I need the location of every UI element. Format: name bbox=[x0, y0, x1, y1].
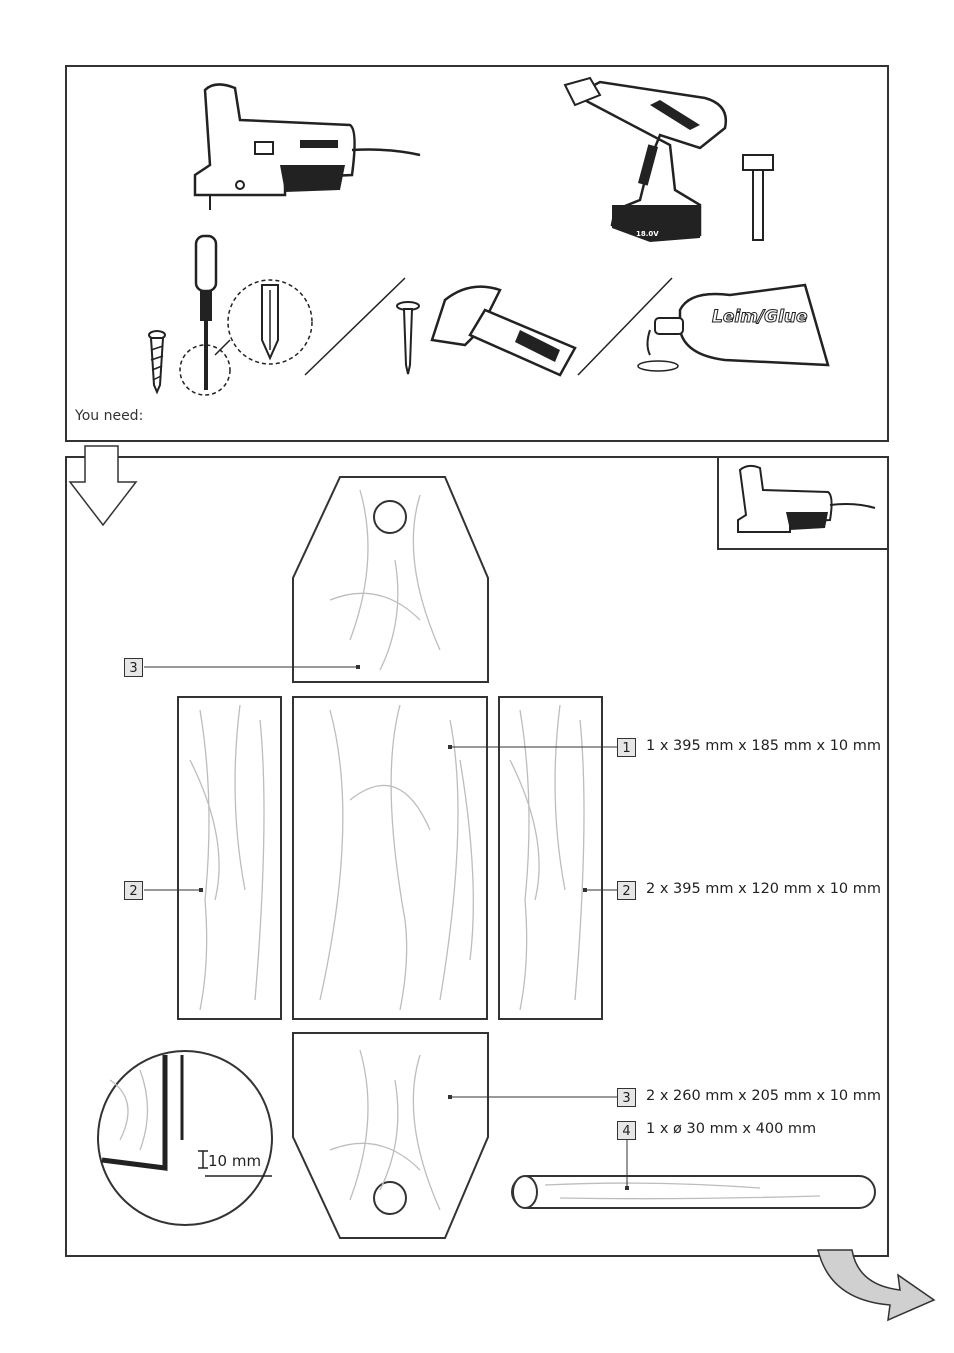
tag-part-4: 4 bbox=[617, 1121, 636, 1140]
dimension-part-4: 1 x ø 30 mm x 400 mm bbox=[646, 1121, 817, 1137]
tag-part-3-left: 3 bbox=[124, 658, 143, 677]
svg-text:18.0V: 18.0V bbox=[636, 230, 659, 238]
jigsaw-icon bbox=[193, 83, 421, 210]
hammer-icon bbox=[430, 285, 577, 377]
tag-part-3: 3 bbox=[617, 1088, 636, 1107]
glue-bottle-icon: Leim/Glue bbox=[637, 283, 830, 372]
you-need-label: You need: bbox=[75, 408, 144, 424]
main-piece-center bbox=[292, 696, 488, 1020]
leader-lines bbox=[144, 665, 629, 1190]
tag-part-2: 2 bbox=[617, 881, 636, 900]
gable-piece-top bbox=[292, 476, 489, 683]
drill-bit-icon bbox=[742, 154, 774, 241]
arrow-down-icon bbox=[68, 445, 138, 527]
side-piece-left bbox=[177, 696, 282, 1020]
nail-icon bbox=[396, 301, 420, 375]
screwdriver-icon bbox=[179, 234, 313, 396]
jigsaw-small-icon bbox=[737, 464, 876, 533]
edge-detail-magnifier bbox=[97, 1050, 273, 1226]
drill-icon: 18.0V bbox=[563, 76, 728, 242]
tools-illustration: 18.0V Leim/Glue bbox=[148, 76, 830, 396]
screw-icon bbox=[148, 330, 166, 395]
gable-piece-bottom bbox=[292, 1032, 489, 1239]
dimension-part-3: 2 x 260 mm x 205 mm x 10 mm bbox=[646, 1088, 882, 1104]
side-piece-right bbox=[498, 696, 603, 1020]
next-page-arrow-icon bbox=[817, 1249, 936, 1322]
dowel-rod bbox=[511, 1175, 876, 1209]
tag-part-1: 1 bbox=[617, 738, 636, 757]
glue-label: Leim/Glue bbox=[712, 307, 808, 327]
dimension-part-1: 1 x 395 mm x 185 mm x 10 mm bbox=[646, 738, 882, 754]
thickness-label: 10 mm bbox=[208, 1152, 262, 1170]
tag-part-2-left: 2 bbox=[124, 881, 143, 900]
dimension-part-2: 2 x 395 mm x 120 mm x 10 mm bbox=[646, 881, 882, 897]
